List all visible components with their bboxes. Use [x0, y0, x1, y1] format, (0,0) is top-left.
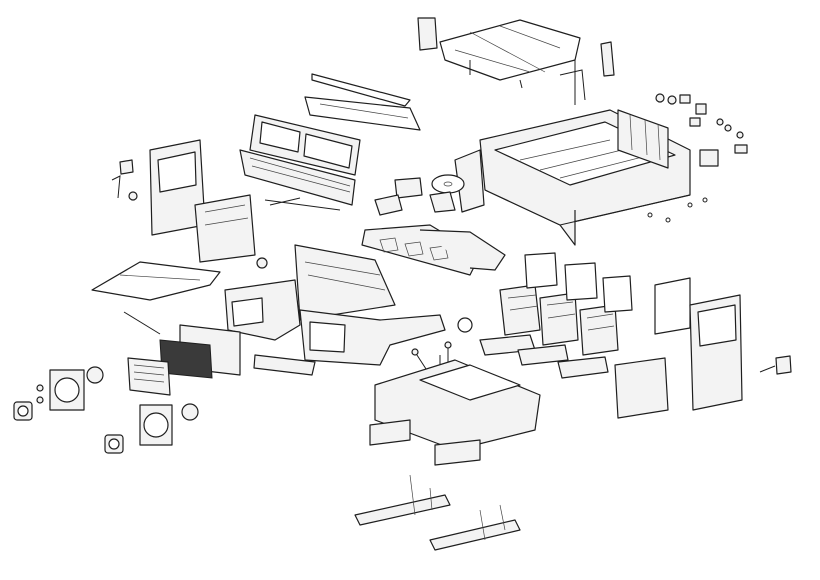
dashboard — [361, 224, 506, 276]
wiper-arm — [123, 311, 161, 335]
windscreen-frame — [239, 114, 361, 211]
floor-pan — [369, 359, 541, 466]
front-wing-left — [224, 244, 396, 341]
tub-hardware — [647, 93, 748, 223]
front-wing-right — [299, 309, 446, 366]
soft-top-canopy — [439, 19, 586, 105]
grille-mesh — [127, 339, 213, 396]
bonnet — [91, 257, 268, 301]
rear-side-windows — [524, 252, 691, 335]
bulkhead-bracket — [374, 177, 456, 216]
canopy-side-panels — [417, 17, 615, 77]
headlights — [49, 366, 199, 446]
door-right — [614, 294, 743, 419]
steering-wheel — [431, 174, 465, 194]
door-left — [149, 139, 256, 263]
rear-windscreen-panel — [304, 73, 421, 131]
seat-bases — [479, 334, 609, 379]
seat-backs — [499, 284, 619, 356]
light-bezels — [13, 384, 124, 454]
door-mirrors — [111, 159, 792, 375]
rear-tub — [454, 109, 691, 246]
chassis-rails — [354, 474, 521, 551]
lower-panels — [253, 354, 316, 376]
